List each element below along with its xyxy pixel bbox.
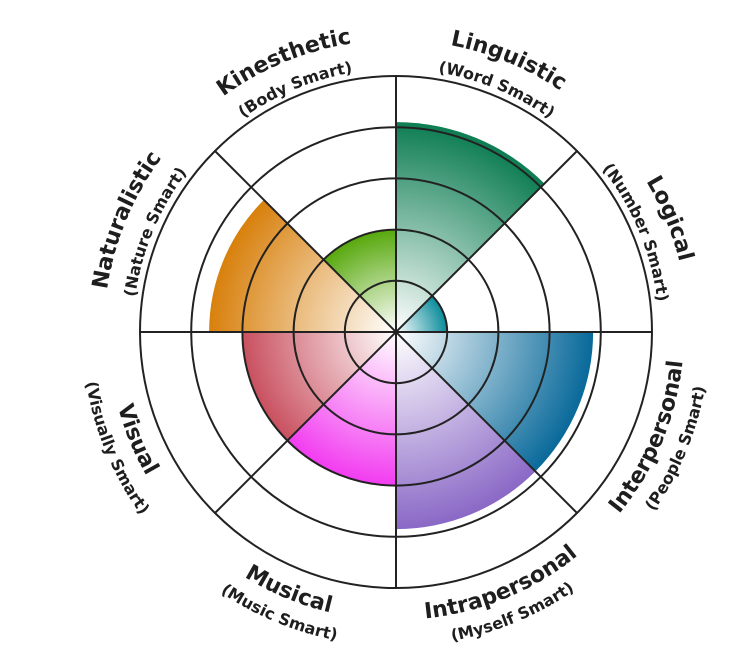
- sector-naturalistic: [209, 199, 396, 332]
- sector-logical: [396, 295, 448, 332]
- grid-spoke: [214, 150, 578, 514]
- sector-kinesthetic: [323, 229, 396, 332]
- sector-interpersonal: [396, 332, 594, 472]
- sector-intrapersonal: [396, 332, 536, 530]
- sector-linguistic: [396, 122, 545, 332]
- sector-visual: [242, 332, 396, 441]
- sector-musical: [287, 332, 396, 486]
